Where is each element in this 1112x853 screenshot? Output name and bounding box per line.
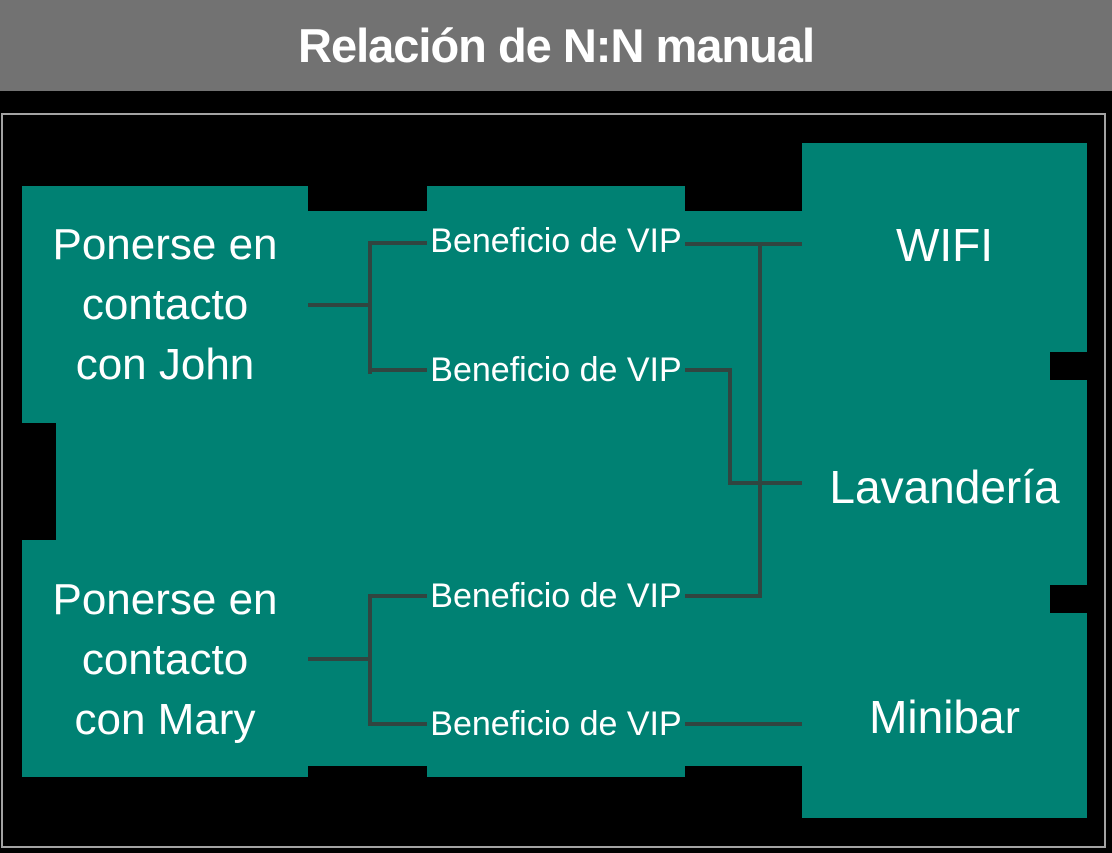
right-bridge-area [685, 211, 802, 766]
connector-john-branch-1 [368, 241, 427, 245]
contact-node-john: Ponerse en contacto con John [22, 215, 308, 395]
intersection-column-area [427, 186, 685, 777]
benefit-node-minibar: Minibar [869, 691, 1020, 743]
connector-mary-branch-1 [368, 594, 427, 598]
intersection-label-3: Beneficio de VIP [430, 577, 682, 615]
contact-mary-line1: Ponerse en [52, 575, 278, 624]
connector-mary-stub [308, 657, 372, 661]
left-edge-notch [22, 423, 56, 540]
connector-vertical-label3 [758, 242, 762, 598]
connector-label3-stub [685, 594, 762, 598]
connector-label2-stub [685, 368, 732, 372]
contacts-column-area [22, 186, 308, 777]
connector-mary-fork-vertical [368, 594, 372, 726]
benefit-node-lavanderia: Lavandería [829, 461, 1060, 513]
contact-john-line1: Ponerse en [52, 220, 278, 269]
connector-label2-vertical [728, 368, 732, 485]
contact-john-line2: contacto [81, 280, 249, 329]
connector-mary-branch-2 [368, 722, 427, 726]
title-bar: Relación de N:N manual [0, 0, 1112, 91]
benefits-column-area [802, 143, 1087, 818]
diagram-title: Relación de N:N manual [298, 19, 815, 72]
connector-john-branch-2 [368, 368, 427, 372]
contact-mary-line3: con Mary [74, 695, 256, 744]
intersection-label-1: Beneficio de VIP [430, 222, 682, 260]
right-edge-notch-top [1050, 352, 1087, 380]
connector-john-fork-vertical [368, 241, 372, 374]
contact-node-mary: Ponerse en contacto con Mary [22, 570, 308, 750]
contact-john-line3: con John [75, 340, 255, 389]
connector-label1-to-wifi [685, 242, 802, 246]
intersection-label-4: Beneficio de VIP [430, 705, 682, 743]
connector-john-stub [308, 303, 372, 307]
connector-to-lavanderia [728, 481, 802, 485]
benefit-node-wifi: WIFI [895, 219, 994, 271]
intersection-label-2: Beneficio de VIP [430, 351, 682, 389]
right-edge-notch-bottom [1050, 585, 1087, 613]
connector-label4-to-minibar [685, 722, 802, 726]
contact-mary-line2: contacto [81, 635, 249, 684]
